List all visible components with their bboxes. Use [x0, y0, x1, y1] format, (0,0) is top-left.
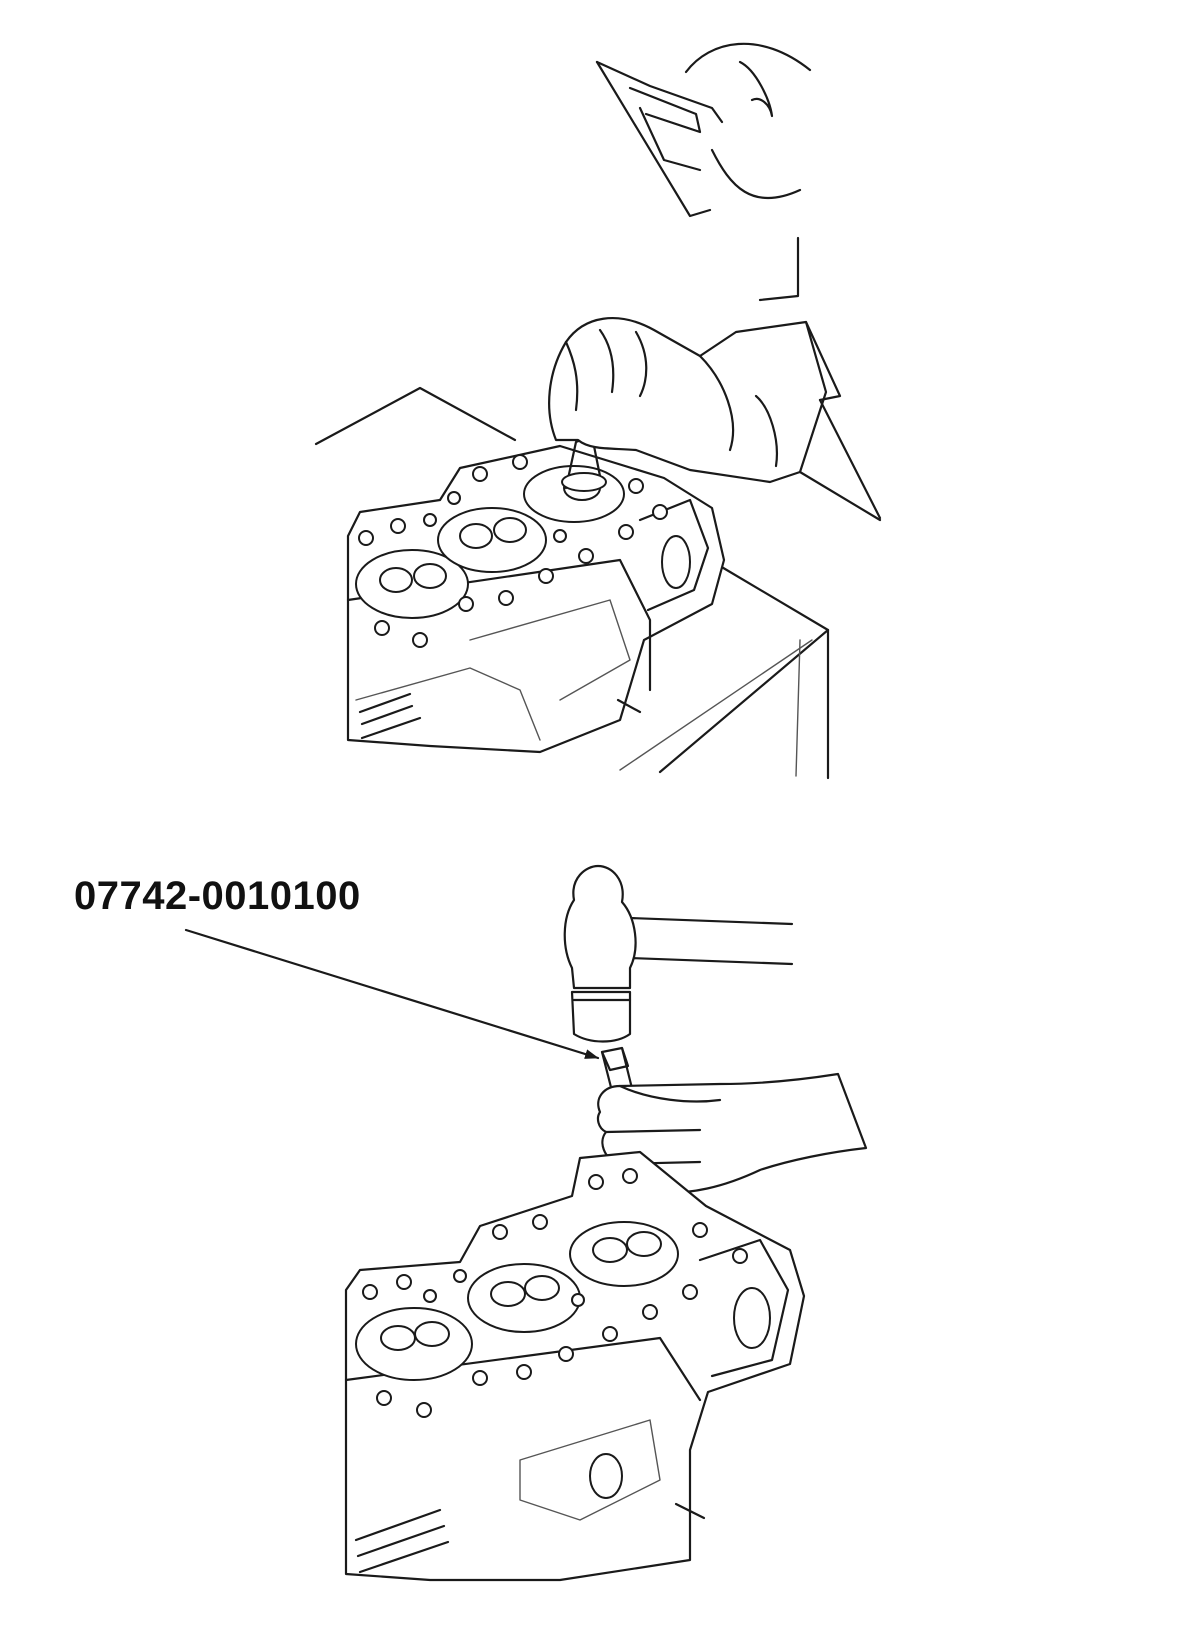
hammer	[563, 864, 794, 1043]
technician-head-sketch	[595, 42, 812, 302]
hand-holding-driver	[596, 1072, 868, 1194]
hand-with-valve-tool	[548, 317, 882, 522]
cylinder-head-top	[346, 444, 726, 754]
bottom-illustration	[184, 864, 868, 1582]
workbench	[314, 386, 830, 780]
callout-leader-arrow	[184, 928, 600, 1060]
top-illustration	[314, 42, 882, 780]
cylinder-head-bottom	[344, 1150, 806, 1582]
part-number-callout: 07742-0010100	[74, 874, 361, 918]
